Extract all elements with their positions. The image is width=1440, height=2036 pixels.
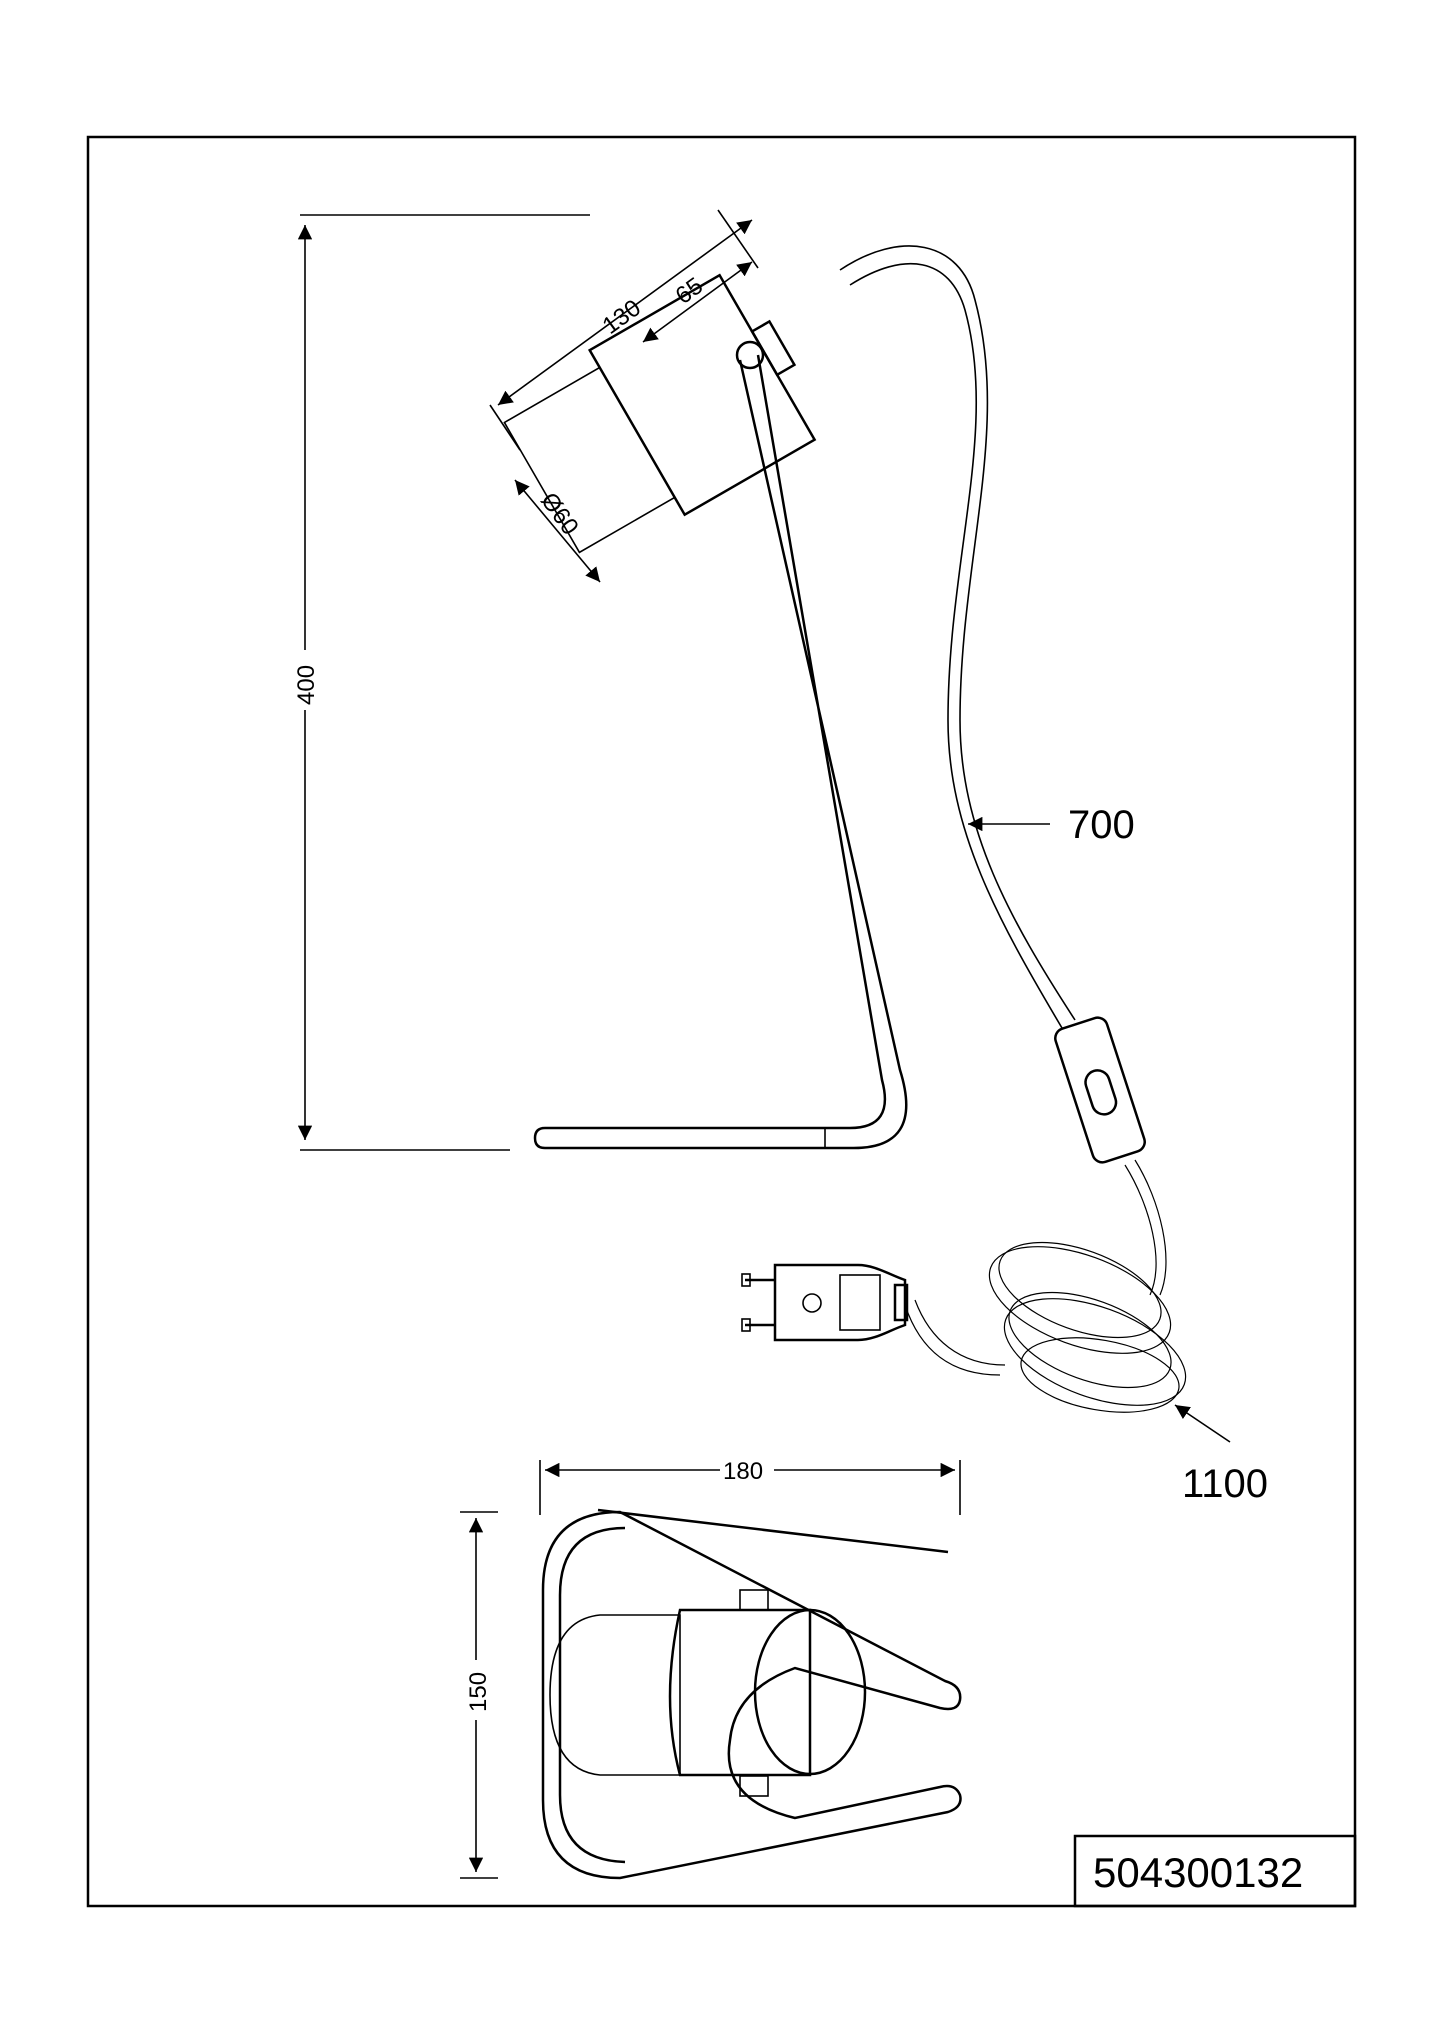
shade-length-label: 130 — [598, 294, 646, 339]
dimension-shade-length: 130 — [489, 209, 759, 451]
cable-coil — [904, 1241, 1187, 1413]
part-number-block: 504300132 — [1073, 1834, 1357, 1908]
dimension-shade-diameter: Ø60 — [514, 479, 601, 583]
base-width-label: 180 — [723, 1458, 763, 1485]
cable-700-label: 700 — [1068, 803, 1135, 847]
base-frame-top — [541, 1510, 962, 1880]
drawing-frame — [86, 135, 1357, 1908]
callout-cable-1100: 1100 — [1174, 1404, 1268, 1506]
lamp-cable — [839, 245, 1076, 1021]
cable-entry — [750, 319, 797, 377]
inline-switch-icon — [1054, 1016, 1146, 1164]
top-shade-mesh — [549, 1614, 681, 1776]
head-length-label: 65 — [671, 272, 708, 310]
top-head-body — [668, 1608, 812, 1777]
lamp-top-view — [541, 1508, 962, 1880]
dimension-height: 400 — [290, 214, 590, 1151]
top-head-face — [753, 1608, 867, 1776]
cable-1100-label: 1100 — [1182, 1462, 1268, 1506]
euro-plug-icon — [741, 1263, 909, 1342]
part-number: 504300132 — [1093, 1849, 1303, 1896]
shade-mesh — [503, 366, 676, 554]
lamp-arm — [533, 354, 908, 1150]
switch-button — [1084, 1069, 1118, 1116]
callout-cable-700: 700 — [968, 803, 1135, 847]
dimension-base-width: 180 — [539, 1456, 961, 1515]
dimension-base-depth: 150 — [460, 1511, 498, 1879]
base-depth-label: 150 — [465, 1672, 492, 1712]
height-label: 400 — [293, 665, 320, 705]
